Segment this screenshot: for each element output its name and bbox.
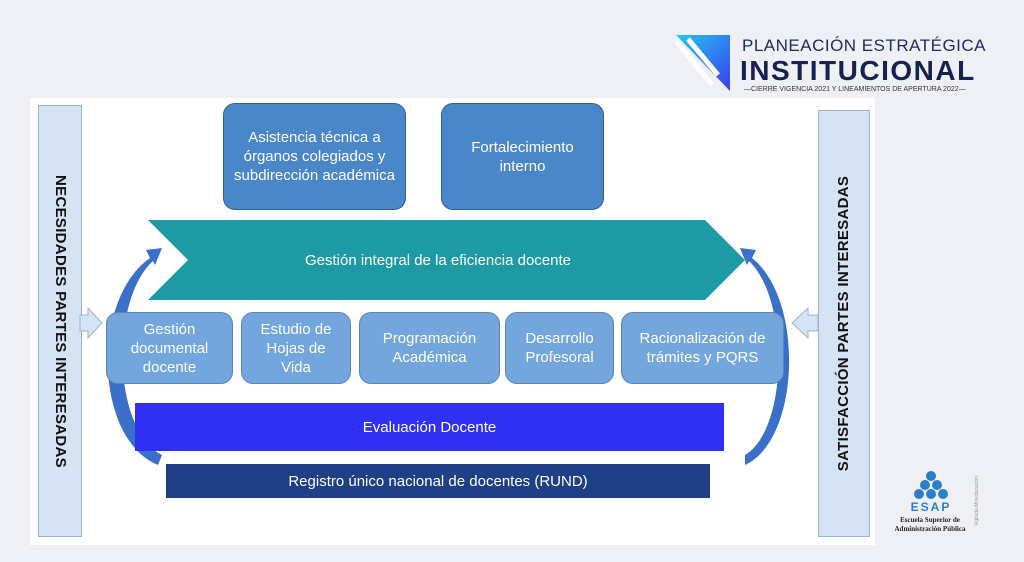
chevron-shape xyxy=(148,220,745,300)
top-box-fortalecimiento: Fortalecimiento interno xyxy=(441,103,604,210)
esap-logo: ESAP Escuela Superior de Administración … xyxy=(890,470,990,540)
logo-planeacion: PLANEACIÓN ESTRATÉGICA INSTITUCIONAL —CI… xyxy=(672,30,992,100)
right-input-arrow-icon xyxy=(791,306,819,340)
esap-side-text: Vigilada Mineducación xyxy=(973,476,980,526)
logo-line1: PLANEACIÓN ESTRATÉGICA xyxy=(742,36,987,55)
process-box-hojas: Estudio de Hojas de Vida xyxy=(241,312,351,384)
process-box-desarrollo: Desarrollo Profesoral xyxy=(505,312,614,384)
esap-pyramid-icon xyxy=(914,471,948,499)
logo-line3: —CIERRE VIGENCIA 2021 Y LINEAMIENTOS DE … xyxy=(744,86,966,93)
right-curved-arrow-icon xyxy=(740,248,790,465)
left-curved-arrow-icon xyxy=(107,248,162,465)
process-box-gestion: Gestión documental docente xyxy=(106,312,233,384)
top-box-asistencia: Asistencia técnica a órganos colegiados … xyxy=(223,103,406,210)
esap-name1: Escuela Superior de xyxy=(900,516,960,524)
logo-mark-icon xyxy=(674,35,730,91)
left-input-arrow-icon xyxy=(79,306,103,340)
rund-bar: Registro único nacional de docentes (RUN… xyxy=(166,464,710,498)
esap-acronym: ESAP xyxy=(910,500,952,514)
right-banner: SATISFACCIÓN PARTES INTERESADAS xyxy=(818,110,870,537)
esap-name2: Administración Pública xyxy=(894,525,966,533)
chevron-label: Gestión integral de la eficiencia docent… xyxy=(304,251,571,269)
evaluation-bar: Evaluación Docente xyxy=(135,403,724,451)
logo-line2: INSTITUCIONAL xyxy=(740,55,976,86)
left-banner: NECESIDADES PARTES INTERESADAS xyxy=(38,105,82,537)
process-box-programacion: Programación Académica xyxy=(359,312,500,384)
process-box-racionalizacion: Racionalización de trámites y PQRS xyxy=(621,312,784,384)
